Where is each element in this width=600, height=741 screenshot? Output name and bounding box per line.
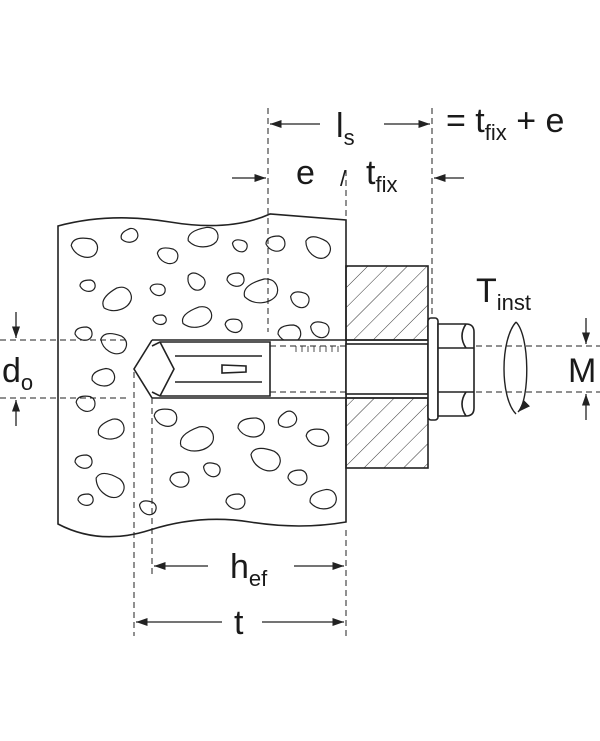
aggregate-stone (75, 395, 96, 412)
aggregate-stone (237, 417, 266, 438)
label-tfix: tfix (366, 154, 397, 197)
label-t: t (234, 604, 244, 642)
aggregate-stone (243, 278, 279, 304)
aggregate-stone (309, 321, 330, 339)
aggregate-stone (97, 418, 125, 440)
torque-arrow (503, 321, 531, 415)
concrete-aggregate (70, 226, 337, 516)
aggregate-stone (309, 488, 337, 510)
aggregate-stone (181, 306, 213, 328)
aggregate-stone (138, 500, 157, 516)
aggregate-stone (91, 367, 116, 387)
aggregate-stone (287, 469, 308, 486)
aggregate-stone (305, 428, 330, 447)
label-hef: hef (230, 548, 268, 591)
aggregate-stone (70, 237, 99, 258)
label-ls: ls (336, 107, 355, 150)
aggregate-stone (102, 286, 132, 312)
anchor-assembly (133, 339, 347, 399)
aggregate-stone (225, 493, 246, 510)
aggregate-stone (265, 235, 286, 252)
aggregate-stone (152, 314, 167, 326)
aggregate-stone (100, 333, 128, 355)
aggregate-stone (224, 318, 243, 334)
aggregate-stone (74, 454, 93, 469)
fixture-plate (345, 265, 429, 469)
aggregate-stone (226, 272, 245, 287)
label-e: e (296, 154, 315, 192)
aggregate-stone (202, 462, 221, 478)
dimension-labels: ls = tfix + e e / tfix Tinst do M hef t (2, 102, 596, 642)
label-m: M (568, 352, 596, 390)
aggregate-stone (120, 227, 139, 243)
aggregate-stone (250, 447, 281, 472)
aggregate-stone (153, 408, 178, 427)
thread-marks (295, 346, 339, 352)
aggregate-stone (187, 226, 219, 248)
label-tinst: Tinst (476, 272, 531, 315)
label-do: do (2, 352, 33, 395)
extension-lines (0, 108, 600, 636)
aggregate-stone (179, 426, 215, 452)
aggregate-stone (169, 471, 190, 488)
aggregate-stone (149, 283, 166, 297)
aggregate-stone (289, 291, 310, 309)
label-ls-formula: = tfix + e (446, 102, 564, 145)
label-slash: / (340, 166, 347, 191)
washer-and-nut (427, 317, 475, 421)
aggregate-stone (95, 472, 125, 499)
aggregate-stone (231, 239, 248, 253)
aggregate-stone (77, 493, 94, 506)
aggregate-stone (79, 279, 96, 292)
aggregate-stone (277, 410, 298, 428)
aggregate-stone (156, 247, 179, 265)
aggregate-stone (305, 236, 332, 259)
dimension-lines (11, 119, 591, 627)
aggregate-stone (187, 272, 206, 291)
